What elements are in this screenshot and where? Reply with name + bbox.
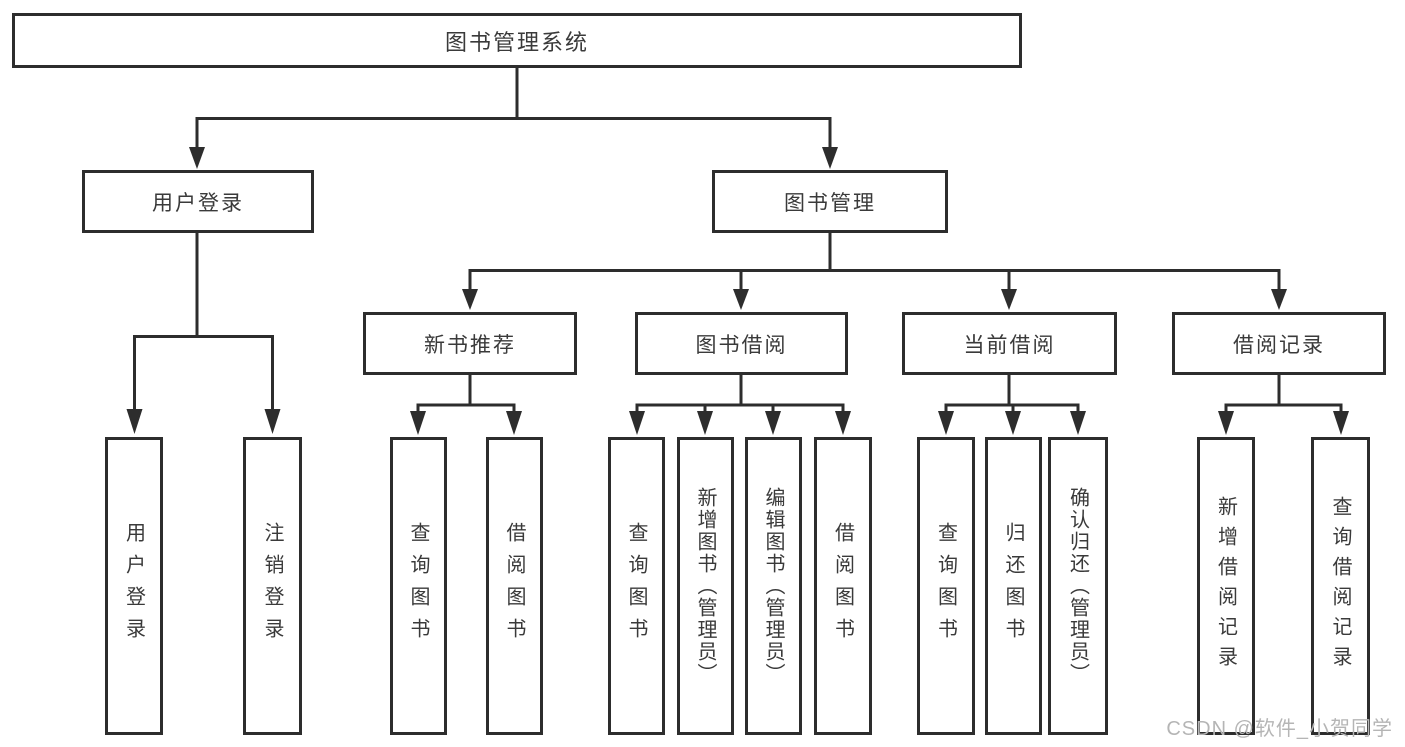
arrowhead-borrow-leaf-2 — [697, 411, 713, 435]
arrowhead-borrow-leaf-3 — [765, 411, 781, 435]
arrowhead-recommend-leaf-1 — [410, 411, 426, 435]
leaf-logout-label: 注销登录 — [261, 522, 283, 650]
leaf-borrow-books: 借阅图书 — [814, 437, 872, 735]
leaf-add-borrow-record-label: 新增借阅记录 — [1214, 496, 1237, 676]
leaf-return-books-label: 归还图书 — [1002, 522, 1024, 650]
leaf-borrow-query-books: 查询图书 — [608, 437, 665, 735]
leaf-query-borrow-record: 查询借阅记录 — [1311, 437, 1370, 735]
leaf-edit-books-admin: 编辑图书（管理员） — [745, 437, 802, 735]
arrowhead-current-leaf-2 — [1005, 411, 1021, 435]
arrowhead-user-leaf-2 — [264, 409, 281, 434]
arrowhead-records-leaf-1 — [1218, 411, 1234, 435]
leaf-recommend-borrow-books: 借阅图书 — [486, 437, 543, 735]
arrowhead-recommend — [462, 289, 478, 310]
leaf-current-query-books: 查询图书 — [917, 437, 975, 735]
node-user-login: 用户登录 — [82, 170, 314, 233]
node-book-management: 图书管理 — [712, 170, 948, 233]
node-borrow-records: 借阅记录 — [1172, 312, 1386, 375]
arrowhead-book-mgmt — [822, 147, 838, 169]
arrowhead-current-leaf-3 — [1070, 411, 1086, 435]
node-current-borrow: 当前借阅 — [902, 312, 1117, 375]
node-book-borrow: 图书借阅 — [635, 312, 848, 375]
node-user-login-label: 用户登录 — [152, 191, 244, 215]
leaf-borrow-query-books-label: 查询图书 — [625, 522, 647, 650]
arrowhead-borrow-leaf-4 — [835, 411, 851, 435]
leaf-recommend-query-books: 查询图书 — [390, 437, 447, 735]
node-library-system: 图书管理系统 — [12, 13, 1022, 68]
leaf-add-books-admin-label: 新增图书（管理员） — [694, 487, 716, 685]
leaf-return-books: 归还图书 — [985, 437, 1042, 735]
arrowhead-borrow — [733, 289, 749, 310]
arrowhead-recommend-leaf-2 — [506, 411, 522, 435]
leaf-add-books-admin: 新增图书（管理员） — [677, 437, 734, 735]
node-current-borrow-label: 当前借阅 — [963, 333, 1056, 357]
leaf-add-borrow-record: 新增借阅记录 — [1197, 437, 1255, 735]
node-new-book-recommend: 新书推荐 — [363, 312, 577, 375]
leaf-confirm-return-admin-label: 确认归还（管理员） — [1066, 487, 1089, 685]
leaf-edit-books-admin-label: 编辑图书（管理员） — [762, 487, 784, 685]
arrowhead-user-leaf-1 — [126, 409, 143, 434]
arrowhead-records — [1271, 289, 1287, 310]
node-borrow-records-label: 借阅记录 — [1233, 333, 1325, 357]
node-new-book-recommend-label: 新书推荐 — [424, 333, 516, 357]
node-library-system-label: 图书管理系统 — [444, 29, 589, 55]
leaf-user-login-label: 用户登录 — [122, 522, 145, 650]
leaf-current-query-books-label: 查询图书 — [934, 522, 957, 650]
leaf-confirm-return-admin: 确认归还（管理员） — [1048, 437, 1108, 735]
csdn-watermark: CSDN @软件_小贺同学 — [1166, 718, 1393, 740]
arrowhead-user-login — [189, 147, 205, 169]
arrowhead-current-leaf-1 — [938, 411, 954, 435]
leaf-logout: 注销登录 — [243, 437, 302, 735]
node-book-borrow-label: 图书借阅 — [695, 333, 788, 357]
arrowhead-records-leaf-2 — [1333, 411, 1349, 435]
leaf-query-borrow-record-label: 查询借阅记录 — [1329, 496, 1351, 676]
leaf-recommend-borrow-books-label: 借阅图书 — [503, 522, 525, 650]
node-book-management-label: 图书管理 — [784, 191, 876, 215]
arrowhead-borrow-leaf-1 — [629, 411, 645, 435]
leaf-recommend-query-books-label: 查询图书 — [407, 522, 429, 650]
arrowhead-current — [1001, 289, 1017, 310]
leaf-user-login: 用户登录 — [105, 437, 163, 735]
leaf-borrow-books-label: 借阅图书 — [831, 522, 854, 650]
